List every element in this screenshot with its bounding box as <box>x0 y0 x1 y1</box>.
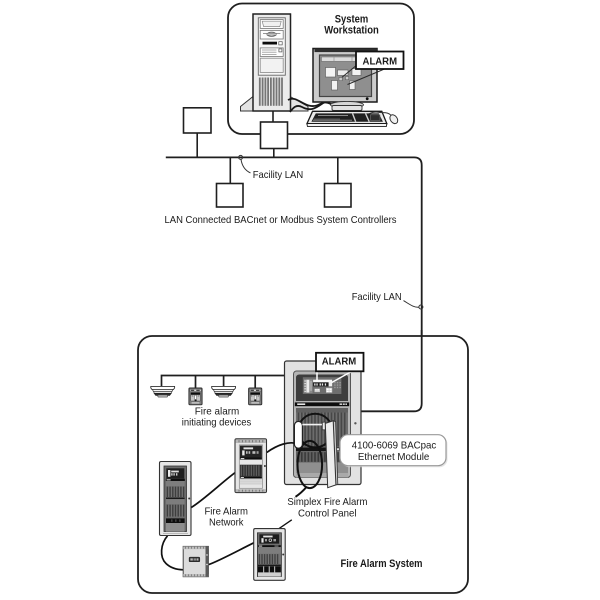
svg-text:Workstation: Workstation <box>324 25 379 37</box>
svg-text:4100-6069 BACpac: 4100-6069 BACpac <box>352 440 437 452</box>
svg-text:Ethernet Module: Ethernet Module <box>358 451 430 463</box>
svg-text:LAN Connected BACnet or Modbus: LAN Connected BACnet or Modbus System Co… <box>165 214 397 226</box>
svg-text:Network: Network <box>209 517 244 529</box>
svg-text:Fire Alarm: Fire Alarm <box>204 506 248 518</box>
svg-text:Fire alarm: Fire alarm <box>195 406 240 418</box>
svg-text:Fire Alarm System: Fire Alarm System <box>341 558 423 570</box>
svg-text:ALARM: ALARM <box>322 356 357 368</box>
svg-text:Simplex Fire Alarm: Simplex Fire Alarm <box>287 496 367 508</box>
svg-text:System: System <box>335 14 369 26</box>
svg-text:Facility LAN: Facility LAN <box>253 169 304 181</box>
svg-text:Control Panel: Control Panel <box>298 508 357 520</box>
svg-text:initiating devices: initiating devices <box>182 417 252 429</box>
svg-text:ALARM: ALARM <box>363 56 398 68</box>
svg-text:Facility LAN: Facility LAN <box>352 291 402 303</box>
